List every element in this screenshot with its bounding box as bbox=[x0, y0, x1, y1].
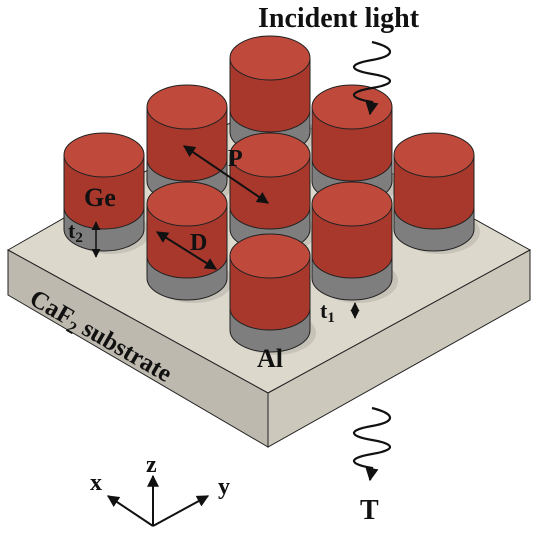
y-axis-label: y bbox=[218, 474, 230, 500]
pillar bbox=[229, 233, 316, 355]
x-axis-arrow bbox=[107, 495, 154, 527]
period-arrow bbox=[183, 145, 269, 204]
ge-top-face bbox=[146, 181, 228, 227]
ge-label: Ge bbox=[84, 183, 116, 212]
t2-label: t2 bbox=[68, 218, 83, 246]
x-axis-label: x bbox=[90, 470, 102, 496]
pillar bbox=[393, 132, 480, 254]
ge-top-face bbox=[311, 84, 393, 130]
y-axis-arrow bbox=[152, 495, 210, 527]
ge-top-face bbox=[393, 132, 475, 178]
coordinate-axes: x y z bbox=[90, 452, 230, 527]
transmitted-light-wave bbox=[352, 406, 392, 482]
incident-wave-icon bbox=[352, 40, 392, 116]
diameter-label: D bbox=[190, 230, 207, 256]
ge-top-face bbox=[311, 181, 393, 227]
z-axis-label: z bbox=[146, 452, 157, 478]
al-label: Al bbox=[257, 344, 283, 373]
pillar bbox=[229, 35, 316, 157]
incident-light-label: Incident light bbox=[258, 3, 420, 34]
incident-light-wave bbox=[352, 40, 392, 116]
pillar bbox=[63, 132, 150, 254]
t1-label: t1 bbox=[320, 298, 335, 326]
ge-top-face bbox=[229, 233, 311, 279]
transmitted-wave-icon bbox=[352, 406, 392, 482]
transmitted-label: T bbox=[360, 495, 379, 526]
ge-top-face bbox=[63, 132, 145, 178]
pillar bbox=[311, 181, 398, 303]
period-label: P bbox=[228, 146, 243, 172]
ge-top-face bbox=[146, 84, 228, 130]
dimension-arrows bbox=[91, 145, 360, 319]
substrate-right-face bbox=[267, 249, 531, 448]
ge-top-face bbox=[229, 35, 311, 81]
diameter-arrow bbox=[155, 231, 218, 270]
